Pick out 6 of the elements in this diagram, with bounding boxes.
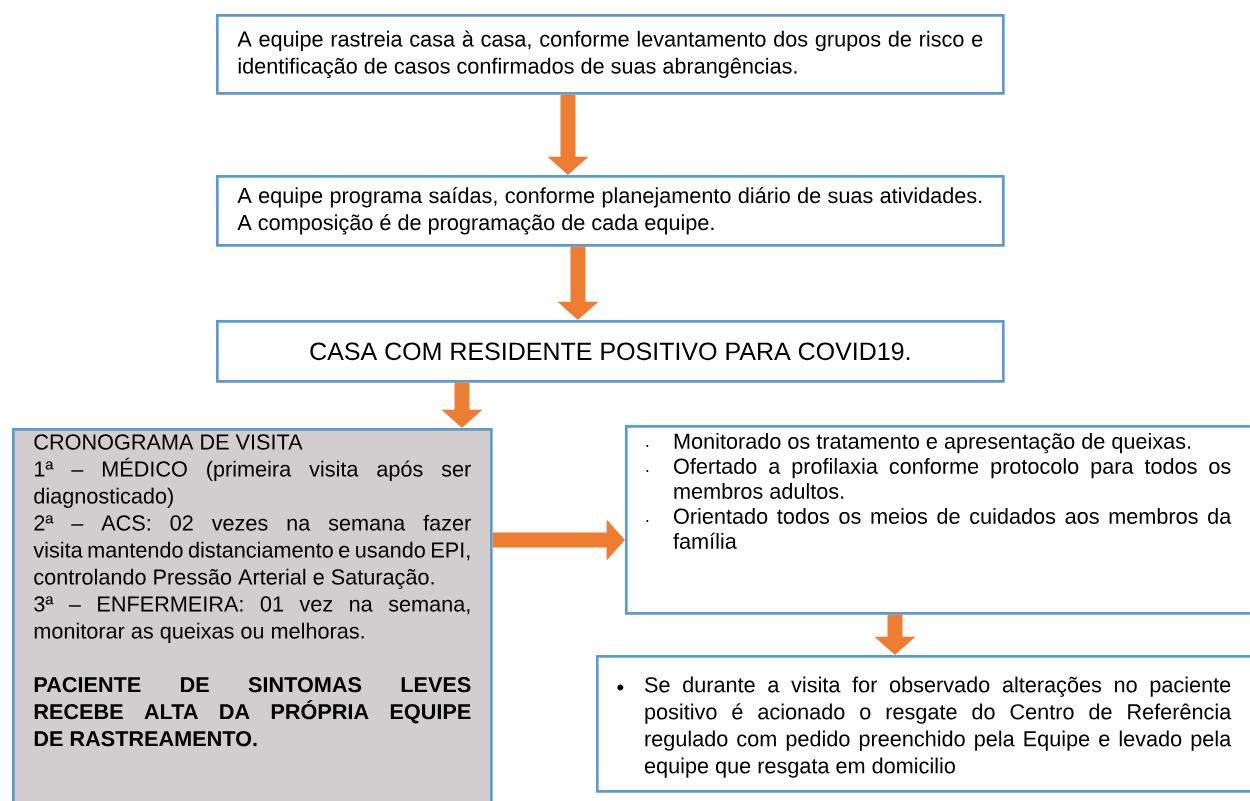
process-box: CASA COM RESIDENTE POSITIVO PARA COVID19. (216, 320, 1005, 383)
bullet-box: Se durante a visita for observado alterações no paciente positivo é acionado o resgate do Centro de Referência regulado com pedido preenchido pela Equipe e levado pela equipe que resgata em domicilio (596, 655, 1250, 793)
schedule-panel: CRONOGRAMA DE VISITA 1ª – MÉDICO (primeira visita após ser diagnosticado) 2ª – ACS: 02 vezes na semana fazer visita mantendo distanciamento e usando EPI, controlando Pressão Arterial e Saturação. 3ª – ENFERMEIRA: 01 vez na semana, monitorar as queixas ou melhoras. PACIENTE DE SINTOMAS LEVES RECEBE ALTA DA PRÓPRIA EQUIPE DE RASTREAMENTO. (12, 428, 493, 801)
process-box: A equipe rastreia casa à casa, conforme levantamento dos grupos de risco e identificação de casos confirmados de suas abrangências. (216, 14, 1005, 95)
process-box: A equipe programa saídas, conforme planejamento diário de suas atividades. A composição é de programação de cada equipe. (216, 175, 1005, 247)
bullet-box: Monitorado os tratamento e apresentação de queixas. Ofertado a profilaxia conforme protocolo para todos os membros adultos. Orientado todos os meios de cuidados aos membros da família (625, 425, 1250, 615)
